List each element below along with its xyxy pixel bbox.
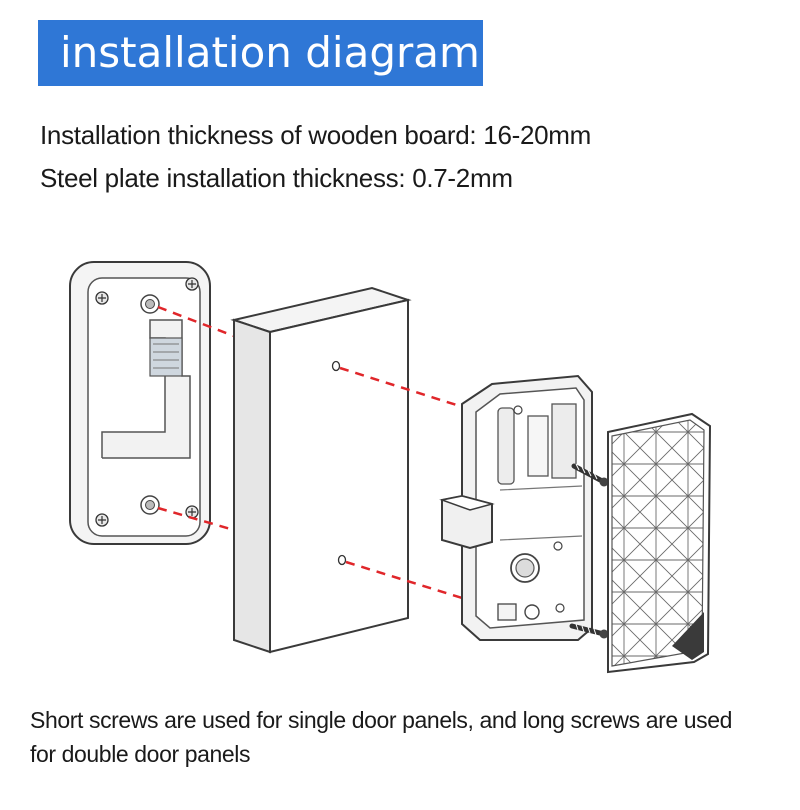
screw-icon [185, 277, 199, 291]
screw-icon [571, 463, 609, 487]
wooden-board [230, 286, 412, 654]
title-banner: installation diagram [38, 20, 483, 86]
steel-thickness-spec: Steel plate installation thickness: 0.7-… [40, 163, 513, 193]
screw-icon [95, 513, 109, 527]
reader-panel [69, 261, 211, 545]
screw-usage-note: Short screws are used for single door pa… [30, 707, 733, 767]
installation-diagram [69, 261, 712, 674]
page-title: installation diagram [60, 28, 480, 77]
screw-icon [95, 291, 109, 305]
screw-icon [185, 505, 199, 519]
wood-thickness-spec: Installation thickness of wooden board: … [40, 120, 591, 150]
screw-icon [569, 623, 609, 639]
guide-lines [339, 366, 489, 608]
lock-body [439, 374, 593, 641]
cover-plate [607, 412, 712, 674]
guide-lines [157, 305, 235, 532]
